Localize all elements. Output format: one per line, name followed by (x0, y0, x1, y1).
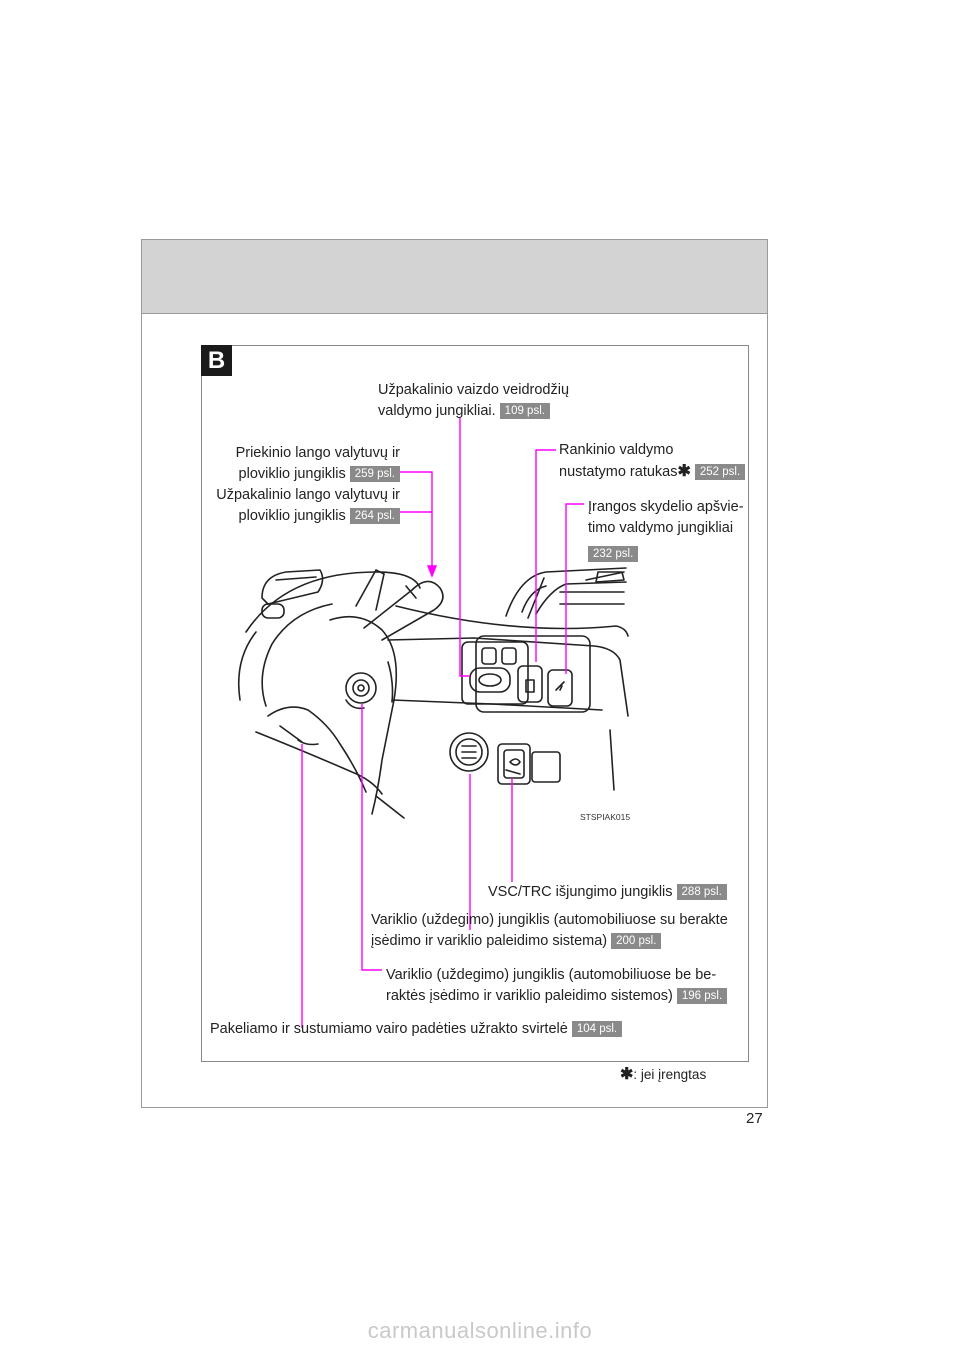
footnote: ✱: jei įrengtas (620, 1064, 706, 1084)
ref-badge-rear-wiper[interactable]: 264 psl. (349, 508, 400, 524)
label-panel-light-line2: timo valdymo jungikliai (588, 520, 734, 536)
figure-code: STSPIAK015 (580, 812, 630, 822)
ref-badge-headlight[interactable]: 252 psl. (694, 464, 746, 480)
label-engine-smart-line1: Variklio (uždegimo) jungiklis (automobil… (371, 912, 728, 928)
ref-badge-tilt-lock[interactable]: 104 psl. (571, 1021, 623, 1037)
label-rear-wiper: Užpakalinio lango valytuvų ir ploviklio … (196, 485, 400, 527)
ref-badge-panel-light[interactable]: 232 psl. (588, 546, 639, 562)
watermark: carmanualsonline.info (367, 1318, 593, 1343)
page-number: 27 (746, 1110, 763, 1127)
label-engine-smart: Variklio (uždegimo) jungiklis (automobil… (371, 910, 728, 952)
leader-panel-light (565, 503, 584, 674)
label-mirror-line2: valdymo jungikliai. (378, 403, 496, 419)
leader-wiper-arrow (426, 565, 438, 578)
label-engine-key-line1: Variklio (uždegimo) jungiklis (automobil… (386, 967, 717, 983)
leader-mirror (459, 418, 470, 677)
label-front-wiper-line1: Priekinio lango valytuvų ir (235, 445, 400, 461)
ref-badge-front-wiper[interactable]: 259 psl. (349, 466, 400, 482)
label-vsc-line1: VSC/TRC išjungimo jungiklis (488, 884, 673, 900)
star-icon: ✱ (677, 463, 691, 480)
label-engine-key-line2: raktės įsėdimo ir variklio paleidimo sis… (386, 988, 673, 1004)
section-badge: B (201, 345, 232, 376)
ref-badge-engine-smart[interactable]: 200 psl. (611, 933, 662, 949)
label-engine-smart-line2: įsėdimo ir variklio paleidimo sistema) (371, 933, 608, 949)
label-front-wiper: Priekinio lango valytuvų ir ploviklio ju… (214, 443, 400, 485)
label-headlight-line1: Rankinio valdymo (559, 442, 674, 458)
label-front-wiper-line2: ploviklio jungiklis (238, 466, 346, 482)
label-tilt-lock: Pakeliamo ir sustumiamo vairo padėties u… (210, 1019, 623, 1040)
label-panel-light-line1: Įrangos skydelio apšvie- (588, 499, 744, 515)
ref-badge-vsc[interactable]: 288 psl. (676, 884, 727, 900)
label-panel-light: Įrangos skydelio apšvie- timo valdymo ju… (588, 497, 744, 565)
ref-badge-engine-key[interactable]: 196 psl. (676, 988, 728, 1004)
label-rear-wiper-line1: Užpakalinio lango valytuvų ir (216, 487, 400, 503)
ref-badge-mirror[interactable]: 109 psl. (499, 403, 550, 419)
leader-front-wiper (400, 471, 433, 566)
label-rear-wiper-line2: ploviklio jungiklis (238, 508, 346, 524)
leader-headlight-leveling (535, 449, 556, 662)
leader-engine-key (361, 704, 382, 971)
footnote-text: : jei įrengtas (633, 1067, 707, 1082)
label-mirror: Užpakalinio vaizdo veidrodžių valdymo ju… (378, 380, 569, 422)
page-frame (141, 239, 768, 1108)
header-band (142, 240, 767, 314)
figure-panel (201, 345, 749, 1062)
label-headlight-line2: nustatymo ratukas (559, 464, 678, 480)
label-tilt-lock-line1: Pakeliamo ir sustumiamo vairo padėties u… (210, 1021, 568, 1037)
footnote-star-icon: ✱ (620, 1066, 634, 1083)
label-engine-key: Variklio (uždegimo) jungiklis (automobil… (386, 965, 728, 1007)
label-mirror-line1: Užpakalinio vaizdo veidrodžių (378, 382, 570, 398)
label-headlight-leveling: Rankinio valdymo nustatymo ratukas✱252 p… (559, 440, 746, 483)
